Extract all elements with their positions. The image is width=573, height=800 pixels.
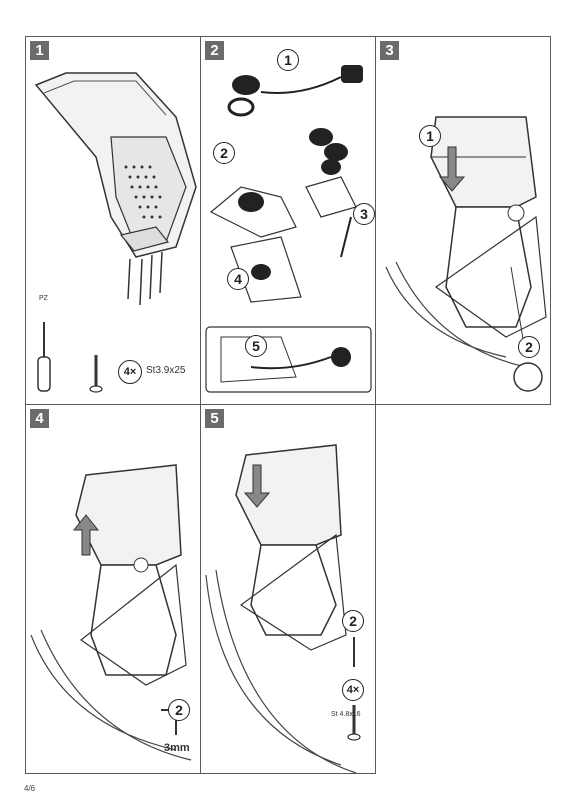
armrest-mounting-illustration — [385, 116, 547, 392]
callout-5: 5 — [245, 335, 267, 357]
callout-2: 2 — [342, 610, 364, 632]
step-1-number: 1 — [30, 41, 49, 60]
callout-2: 2 — [168, 699, 190, 721]
callout-2: 2 — [518, 336, 540, 358]
step-3-number: 3 — [380, 41, 399, 60]
callout-3: 3 — [353, 203, 375, 225]
step-5-panel: 5 2 4× St 4.8x16 — [200, 404, 376, 774]
screwdriver-tip-label: PZ — [39, 295, 48, 302]
step-4-number: 4 — [30, 409, 49, 428]
step-4-panel: 4 2 3mm — [25, 404, 201, 774]
armrest-illustration — [34, 72, 197, 393]
screw-count-badge: 4× — [342, 679, 364, 701]
armrest-fix-illustration — [205, 444, 361, 773]
page-number: 4/6 — [24, 784, 36, 793]
screw-size-label: St3.9x25 — [146, 365, 186, 376]
step-3-panel: 3 1 2 — [375, 36, 551, 405]
step-5-number: 5 — [205, 409, 224, 428]
hex-key-size-label: 3mm — [164, 742, 190, 754]
armrest-adjust-illustration — [30, 464, 192, 761]
step-2-panel: 2 1 2 3 4 5 — [200, 36, 376, 405]
screw-count-badge: 4× — [118, 360, 142, 384]
callout-1: 1 — [277, 49, 299, 71]
screw-size-label: St 4.8x16 — [331, 711, 361, 718]
step-2-number: 2 — [205, 41, 224, 60]
callout-4: 4 — [227, 268, 249, 290]
usb-socket-illustration — [205, 65, 372, 393]
step-1-panel: 1 PZ 4× St3.9x25 — [25, 36, 201, 405]
callout-2: 2 — [213, 142, 235, 164]
callout-1: 1 — [419, 125, 441, 147]
